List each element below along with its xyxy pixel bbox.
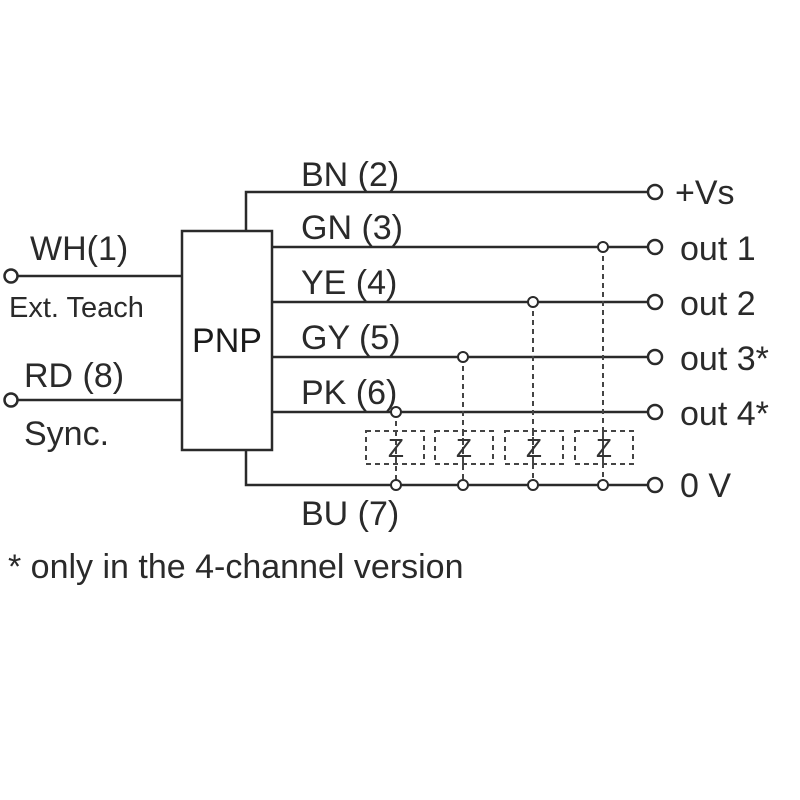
load-label-3: Z <box>456 433 472 463</box>
bu-label: BU (7) <box>301 495 399 533</box>
gy-label: GY (5) <box>301 319 401 357</box>
rd-function-label: Sync. <box>24 415 109 453</box>
junction-out3 <box>457 351 469 363</box>
out3-label: out 3* <box>680 340 769 378</box>
rd-terminal <box>3 392 19 408</box>
rd-code-label: RD (8) <box>24 357 124 395</box>
load-label-2: Z <box>526 433 542 463</box>
zero-v-terminal <box>646 476 664 494</box>
pnp-label: PNP <box>192 322 262 360</box>
ye-label: YE (4) <box>301 264 397 302</box>
out4-label: out 4* <box>680 395 769 433</box>
out4-terminal <box>646 403 664 421</box>
junction-out1 <box>597 241 609 253</box>
out2-label: out 2 <box>680 285 756 323</box>
vs-terminal <box>646 183 664 201</box>
load-label-1: Z <box>596 433 612 463</box>
footnote: * only in the 4-channel version <box>8 548 464 586</box>
junction-out4 <box>390 406 402 418</box>
bn-wire <box>244 190 647 231</box>
junction-bu-4 <box>390 479 402 491</box>
pk-label: PK (6) <box>301 374 397 412</box>
pnp-block <box>180 229 274 452</box>
vs-label: +Vs <box>675 174 735 212</box>
out2-terminal <box>646 293 664 311</box>
junction-out2 <box>527 296 539 308</box>
junction-bu-3 <box>457 479 469 491</box>
out3-terminal <box>646 348 664 366</box>
zero-v-label: 0 V <box>680 467 731 505</box>
out1-label: out 1 <box>680 230 756 268</box>
gn-label: GN (3) <box>301 209 403 247</box>
bn-label: BN (2) <box>301 156 399 194</box>
wh-terminal <box>3 268 19 284</box>
junction-bu-1 <box>597 479 609 491</box>
bu-wire <box>244 450 647 487</box>
junction-bu-2 <box>527 479 539 491</box>
out1-terminal <box>646 238 664 256</box>
load-label-4: Z <box>388 433 404 463</box>
wh-code-label: WH(1) <box>30 230 128 268</box>
wh-function-label: Ext. Teach <box>9 292 144 324</box>
